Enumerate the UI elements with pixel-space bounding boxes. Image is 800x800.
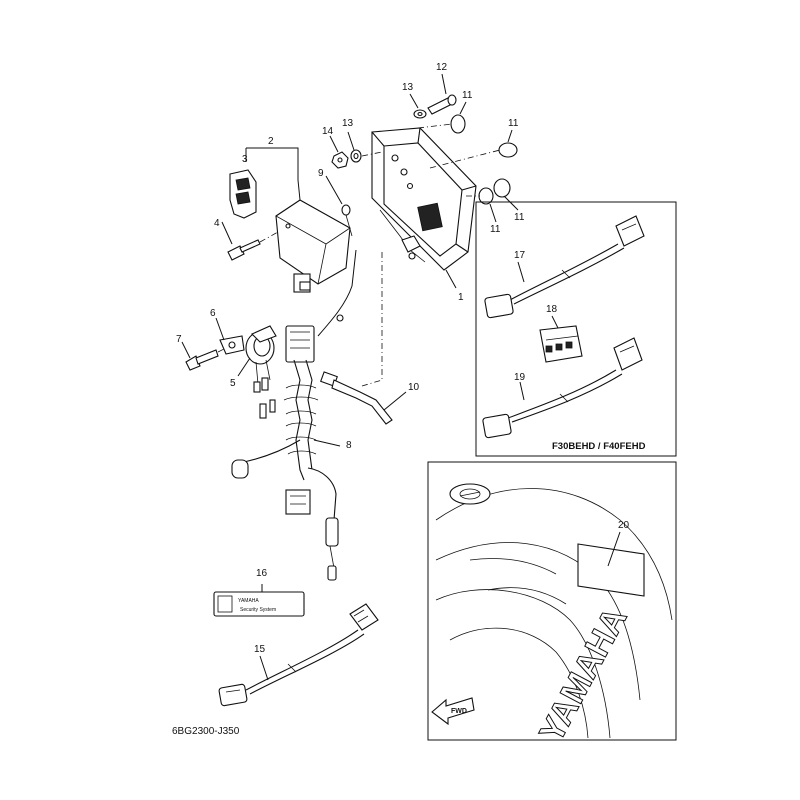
part-9-terminal [341, 204, 353, 237]
callout-14: 14 [322, 126, 334, 137]
part-13-washer-upper [413, 109, 427, 119]
callout-9: 9 [318, 168, 324, 179]
callout-2: 2 [268, 136, 274, 147]
callout-3: 3 [242, 154, 248, 165]
fwd-arrow-icon: FWD [431, 697, 475, 726]
callout-numbers: 1 2 3 4 5 6 7 8 9 10 11 11 11 11 12 13 1… [176, 62, 630, 655]
part-5-sensor [245, 325, 277, 419]
callout-18: 18 [546, 304, 558, 315]
part-10-cable-tie [320, 252, 393, 425]
variant-box: F30BEHD / F40FEHD [475, 201, 677, 457]
variant-box-label: F30BEHD / F40FEHD [552, 441, 646, 452]
callout-11a: 11 [462, 90, 473, 101]
cowling-brand-text: YAMAHA [532, 602, 634, 749]
part-19-adapter-cable [482, 337, 643, 439]
part-13-washer-lower [350, 149, 362, 163]
callout-4: 4 [214, 218, 220, 229]
callout-11d: 11 [514, 212, 525, 223]
callout-10: 10 [408, 382, 420, 393]
part-12-screw [427, 94, 457, 115]
part-4-bolt [227, 231, 279, 261]
callout-17: 17 [514, 250, 526, 261]
cowling-box: YAMAHA FWD [427, 461, 677, 749]
cowling-outline [435, 483, 673, 739]
callout-6: 6 [210, 308, 216, 319]
callout-20: 20 [618, 520, 630, 531]
callout-16: 16 [256, 568, 268, 579]
callout-1: 1 [458, 292, 464, 303]
callout-11b: 11 [508, 118, 519, 129]
callout-8: 8 [346, 440, 352, 451]
part-20-decal [577, 543, 645, 597]
part-7-screw [185, 347, 227, 371]
callout-5: 5 [230, 378, 236, 389]
part-16-label: YAMAHA Security System [213, 591, 305, 617]
part-15-extension-cable [218, 603, 379, 707]
part-3-key-fob [229, 169, 257, 219]
label-caption-text: Security System [240, 607, 276, 613]
part-1-housing [371, 127, 477, 271]
part-11-o-rings [417, 114, 518, 205]
callout-13b: 13 [342, 118, 354, 129]
part-17-adapter-cable [484, 215, 645, 319]
part-8-wire-harness [231, 249, 357, 581]
part-18-connector [539, 325, 583, 363]
part-6-bracket [219, 335, 245, 355]
diagram-code: 6BG2300-J350 [172, 726, 240, 737]
callout-13a: 13 [402, 82, 414, 93]
label-brand-text: YAMAHA [238, 598, 259, 604]
callout-11c: 11 [490, 224, 501, 235]
fwd-arrow-text: FWD [451, 708, 467, 715]
part-2-control-unit [275, 199, 351, 293]
leader-lines [181, 73, 621, 681]
callout-12: 12 [436, 62, 448, 73]
part-14-nut [331, 151, 383, 169]
callout-15: 15 [254, 644, 266, 655]
callout-7: 7 [176, 334, 182, 345]
callout-19: 19 [514, 372, 526, 383]
